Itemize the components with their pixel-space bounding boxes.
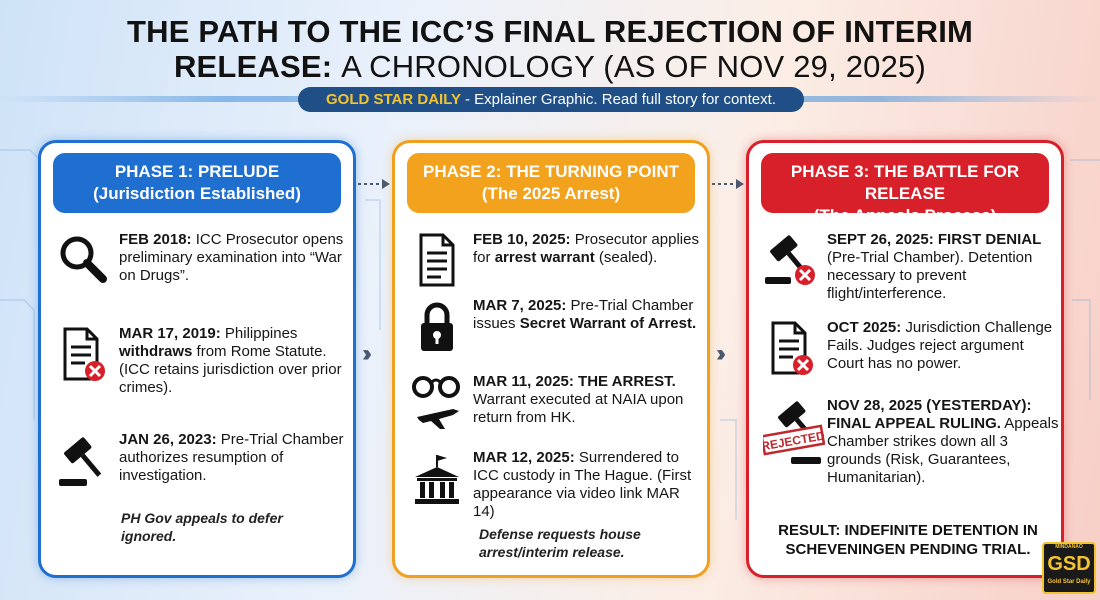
item-text: MAR 17, 2019: Philippines withdraws from… (119, 325, 342, 396)
phase-1-header: PHASE 1: PRELUDE (Jurisdiction Establish… (53, 153, 341, 213)
document-x-icon (63, 327, 105, 381)
tagline-text: - Explainer Graphic. Read full story for… (465, 91, 776, 108)
government-building-icon (415, 455, 459, 504)
handcuffs-plane-icon (412, 376, 460, 429)
padlock-icon (421, 302, 453, 351)
brand-name: GOLD STAR DAILY (326, 91, 462, 108)
rejected-stamp-gavel-icon: REJECTED (763, 401, 825, 464)
phase-3-header: PHASE 3: THE BATTLE FOR RELEASE (The App… (761, 153, 1049, 225)
phase-2-note: Defense requests house arrest/interim re… (479, 526, 641, 560)
item-text: MAR 12, 2025: Surrendered to ICC custody… (473, 449, 692, 520)
chevron-right-icon: ›› (362, 340, 372, 367)
magnifier-icon (60, 236, 107, 283)
tagline-banner: GOLD STAR DAILY - Explainer Graphic. Rea… (298, 87, 804, 112)
item-text: JAN 26, 2023: Pre-Trial Chamber authoriz… (119, 431, 344, 484)
connector-arrow (712, 179, 744, 189)
phase-2-panel: PHASE 2: THE TURNING POINT (The 2025 Arr… (392, 140, 710, 578)
item-text: SEPT 26, 2025: FIRST DENIAL (Pre-Trial C… (827, 231, 1042, 302)
item-text: FEB 10, 2025: Prosecutor applies for arr… (473, 231, 699, 266)
item-text: MAR 11, 2025: THE ARREST. Warrant execut… (473, 373, 684, 426)
gavel-icon (59, 437, 102, 486)
chevron-right-icon: ›› (716, 340, 726, 367)
item-text: NOV 28, 2025 (YESTERDAY): FINAL APPEAL R… (827, 397, 1059, 486)
gavel-x-icon (765, 235, 815, 285)
phase-2-header: PHASE 2: THE TURNING POINT (The 2025 Arr… (407, 153, 695, 213)
phase-1-panel: PHASE 1: PRELUDE (Jurisdiction Establish… (38, 140, 356, 578)
item-text: OCT 2025: Jurisdiction Challenge Fails. … (827, 319, 1053, 372)
connector-arrow (358, 179, 390, 189)
document-icon (419, 233, 455, 287)
item-text: MAR 7, 2025: Pre-Trial Chamber issues Se… (473, 297, 697, 332)
phase-1-note: PH Gov appeals to defer ignored. (121, 510, 283, 544)
phase-3-panel: PHASE 3: THE BATTLE FOR RELEASE (The App… (746, 140, 1064, 578)
result-statement: RESULT: INDEFINITE DETENTION IN SCHEVENI… (778, 522, 1038, 558)
gsd-logo: MINDANAO GSD Gold Star Daily (1042, 542, 1096, 594)
page-title: THE PATH TO THE ICC’S FINAL REJECTION OF… (126, 14, 974, 84)
document-x-icon (771, 321, 813, 375)
item-text: FEB 2018: ICC Prosecutor opens prelimina… (119, 231, 344, 284)
